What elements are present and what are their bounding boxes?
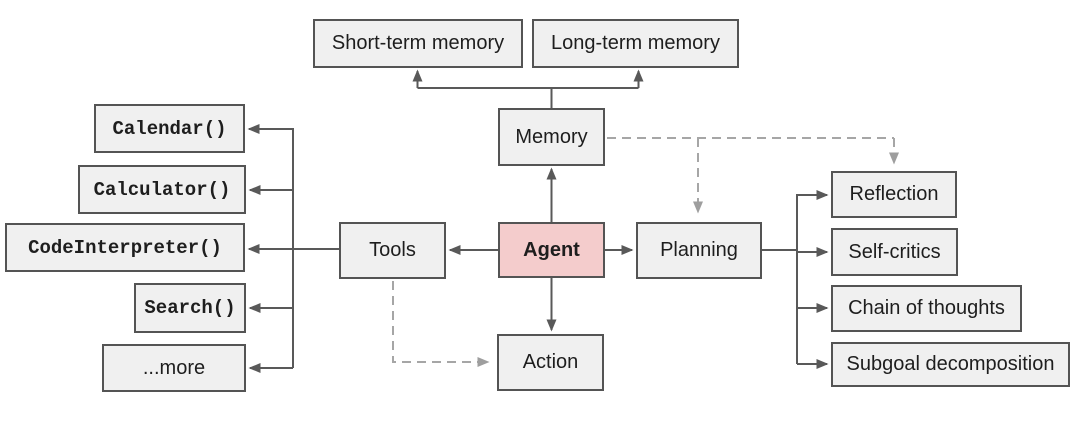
node-code-interpreter: CodeInterpreter() <box>5 223 245 272</box>
edge-tools-to-action-dashed <box>392 281 490 367</box>
node-long-term-memory: Long-term memory <box>532 19 739 68</box>
node-chain-of-thoughts: Chain of thoughts <box>831 285 1022 332</box>
node-subgoal-decomposition: Subgoal decomposition <box>831 342 1070 387</box>
node-memory: Memory <box>498 108 605 166</box>
node-calculator: Calculator() <box>78 165 246 214</box>
node-reflection: Reflection <box>831 171 957 218</box>
node-self-critics: Self-critics <box>831 228 958 276</box>
node-tools: Tools <box>339 222 446 279</box>
node-more: ...more <box>102 344 246 392</box>
node-agent: Agent <box>498 222 605 278</box>
node-planning: Planning <box>636 222 762 279</box>
node-action: Action <box>497 334 604 391</box>
node-short-term-memory: Short-term memory <box>313 19 523 68</box>
node-calendar: Calendar() <box>94 104 245 153</box>
node-search: Search() <box>134 283 246 333</box>
